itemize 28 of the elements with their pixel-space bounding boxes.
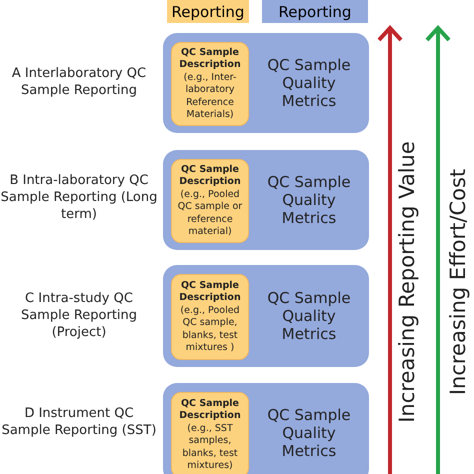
category-box <box>163 265 369 367</box>
header-box: Reporting <box>262 0 368 23</box>
box-text: (e.g., Inter-laboratory Reference Materials) <box>182 72 238 122</box>
header-box: Reporting <box>167 0 249 23</box>
row-label: D Instrument QC Sample Reporting (SST) <box>0 405 158 439</box>
metrics-text: QC Sample Quality Metrics <box>266 56 352 110</box>
axis-caption: Increasing Effort/Cost <box>446 168 470 396</box>
sample-description-box <box>171 42 249 126</box>
row-label: B Intra-laboratory QC Sample Reporting (Long term) <box>0 172 158 223</box>
sample-description-box <box>171 274 249 360</box>
category-box <box>163 33 369 133</box>
sample-description-box <box>171 159 249 243</box>
category-box <box>163 383 369 474</box>
axis-caption: Increasing Reporting Value <box>394 141 419 423</box>
box-heading: QC Sample Description <box>178 398 242 422</box>
metrics-text: QC Sample Quality Metrics <box>266 289 352 343</box>
box-heading: QC Sample Description <box>178 280 242 304</box>
box-heading: QC Sample Description <box>178 164 242 188</box>
metrics-text: QC Sample Quality Metrics <box>266 406 352 460</box>
box-text: (e.g., SST samples, blanks, test mixtures) <box>181 422 239 472</box>
metrics-text: QC Sample Quality Metrics <box>266 173 352 227</box>
box-text: (e.g., Pooled QC sample or reference material) <box>176 188 244 238</box>
box-heading: QC Sample Description <box>178 46 242 72</box>
row-label: C Intra-study QC Sample Reporting (Project) <box>20 290 138 341</box>
row-label: A Interlaboratory QC Sample Reporting <box>10 65 148 99</box>
category-box <box>163 150 369 250</box>
box-text: (e.g., Pooled QC sample, blanks, test mixtures ) <box>179 304 241 354</box>
sample-description-box <box>171 392 249 474</box>
